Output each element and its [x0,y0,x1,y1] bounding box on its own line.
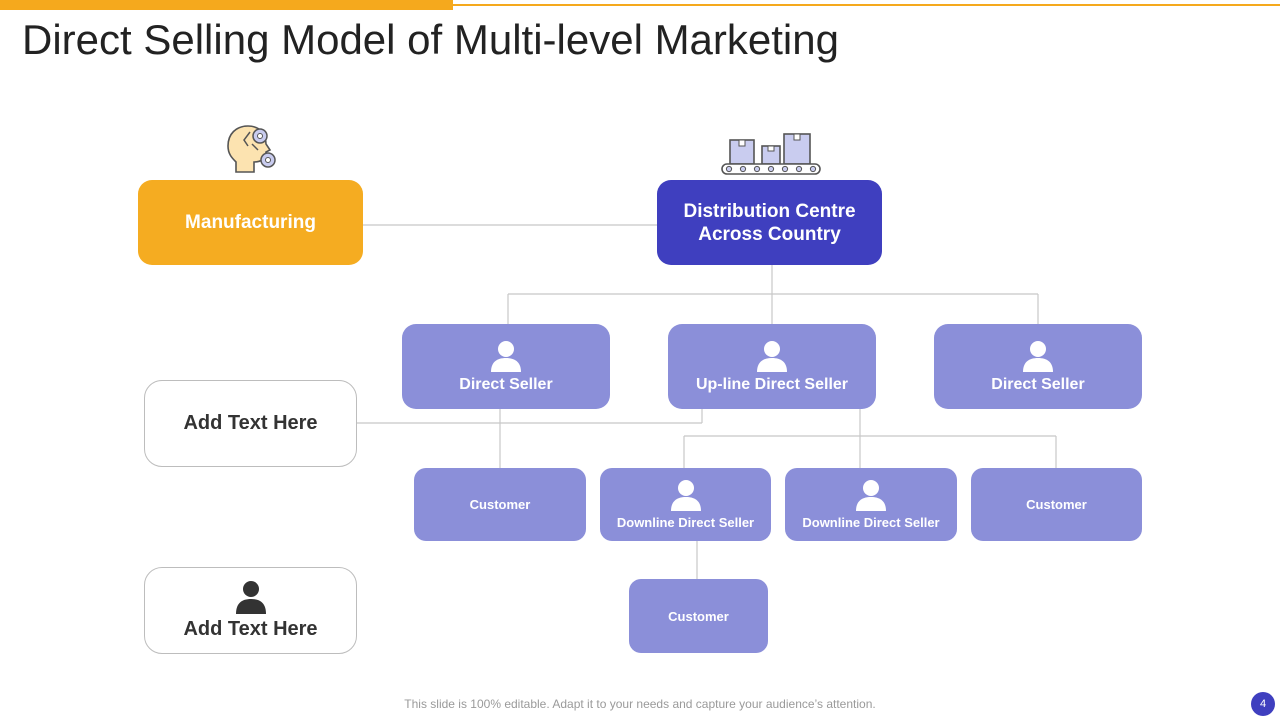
downline-seller-label-2: Downline Direct Seller [802,515,940,530]
person-icon [670,480,701,511]
top-accent-bar [0,0,453,10]
distribution-label-line2: Across Country [698,223,841,245]
direct-seller-right-label: Direct Seller [991,375,1085,393]
direct-seller-left-box: Direct Seller [402,324,610,409]
person-icon [757,340,787,372]
customer-label-2: Customer [1026,497,1087,512]
downline-seller-label-1: Downline Direct Seller [616,515,755,530]
distribution-centre-box: Distribution Centre Across Country [657,180,882,265]
customer-label-1: Customer [469,497,531,512]
downline-seller-box-2: Downline Direct Seller [785,468,957,541]
person-icon [856,480,886,511]
footer-note: This slide is 100% editable. Adapt it to… [404,697,876,711]
manufacturing-box: Manufacturing [138,180,363,265]
customer-box-2: Customer [971,468,1142,541]
direct-seller-right-box: Direct Seller [934,324,1142,409]
callout-text-1: Add Text Here [183,412,318,434]
upline-seller-box: Up-line Direct Seller [668,324,876,409]
customer-label-3: Customer [668,608,729,624]
callout-box-2: Add Text Here [144,567,357,654]
upline-seller-label: Up-line Direct Seller [695,375,849,393]
direct-seller-left-label: Direct Seller [459,375,553,393]
conveyor-boxes-icon [721,133,821,175]
customer-box-1: Customer [414,468,586,541]
downline-seller-box-1: Downline Direct Seller [600,468,771,541]
person-icon [235,581,266,614]
slide-title: Direct Selling Model of Multi-level Mark… [22,16,839,63]
page-number-badge: 4 [1251,692,1275,716]
distribution-label-line1: Distribution Centre [683,200,856,222]
top-accent-line [453,4,1280,6]
person-icon [1023,340,1053,372]
customer-box-3: Customer [629,579,768,653]
head-gears-icon [227,125,276,173]
person-icon [491,340,521,372]
manufacturing-label: Manufacturing [185,211,316,233]
callout-box-1: Add Text Here [144,380,357,467]
callout-text-2: Add Text Here [183,618,318,640]
